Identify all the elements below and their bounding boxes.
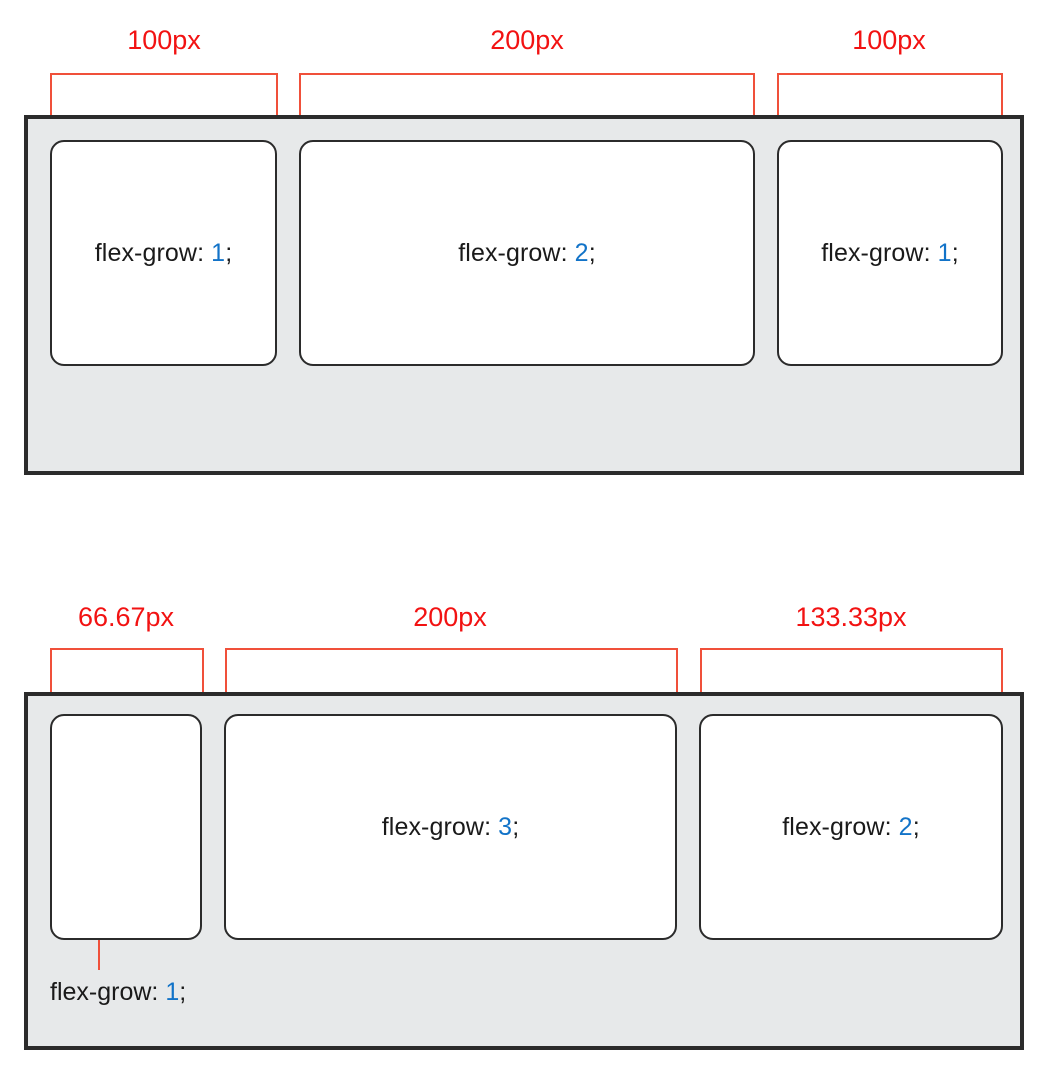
measurement-label-1-2: 200px: [490, 25, 564, 55]
flex-item-1-3-label: flex-grow: 1;: [821, 239, 958, 268]
leader-line-flex-item-2-1: [98, 940, 100, 970]
measurement-label-2-3: 133.33px: [795, 602, 907, 632]
flex-grow-value: 3: [498, 812, 513, 841]
semicolon: ;: [951, 238, 959, 267]
flex-grow-value: 1: [211, 238, 226, 267]
flex-item-2-2: flex-grow: 3;: [224, 714, 677, 940]
flex-item-2-3: flex-grow: 2;: [699, 714, 1003, 940]
semicolon: ;: [225, 238, 233, 267]
flex-item-1-3: flex-grow: 1;: [777, 140, 1003, 366]
flex-item-2-1-label: flex-grow: 1;: [50, 978, 186, 1007]
flex-item-2-2-label: flex-grow: 3;: [382, 813, 519, 842]
measurement-label-2-2: 200px: [413, 602, 487, 632]
flex-grow-value: 1: [937, 238, 952, 267]
flex-item-2-3-label: flex-grow: 2;: [782, 813, 919, 842]
measurement-label-1-1: 100px: [127, 25, 201, 55]
measurement-label-1-3: 100px: [852, 25, 926, 55]
flex-grow-property: flex-grow:: [782, 812, 899, 841]
flex-grow-value: 1: [165, 978, 180, 1006]
flex-grow-property: flex-grow:: [50, 978, 166, 1006]
semicolon: ;: [912, 812, 920, 841]
semicolon: ;: [179, 978, 187, 1006]
flex-item-1-2: flex-grow: 2;: [299, 140, 755, 366]
flex-item-1-2-label: flex-grow: 2;: [458, 239, 595, 268]
flex-item-1-1-label: flex-grow: 1;: [95, 239, 232, 268]
semicolon: ;: [512, 812, 520, 841]
flex-grow-property: flex-grow:: [458, 238, 575, 267]
semicolon: ;: [588, 238, 596, 267]
flex-grow-value: 2: [898, 812, 913, 841]
flex-grow-property: flex-grow:: [821, 238, 938, 267]
flex-item-2-1: [50, 714, 202, 940]
flex-grow-property: flex-grow:: [94, 238, 212, 267]
flex-grow-value: 2: [574, 238, 589, 267]
flex-item-1-1: flex-grow: 1;: [50, 140, 277, 366]
flex-grow-property: flex-grow:: [381, 812, 499, 841]
measurement-label-2-1: 66.67px: [77, 602, 175, 632]
